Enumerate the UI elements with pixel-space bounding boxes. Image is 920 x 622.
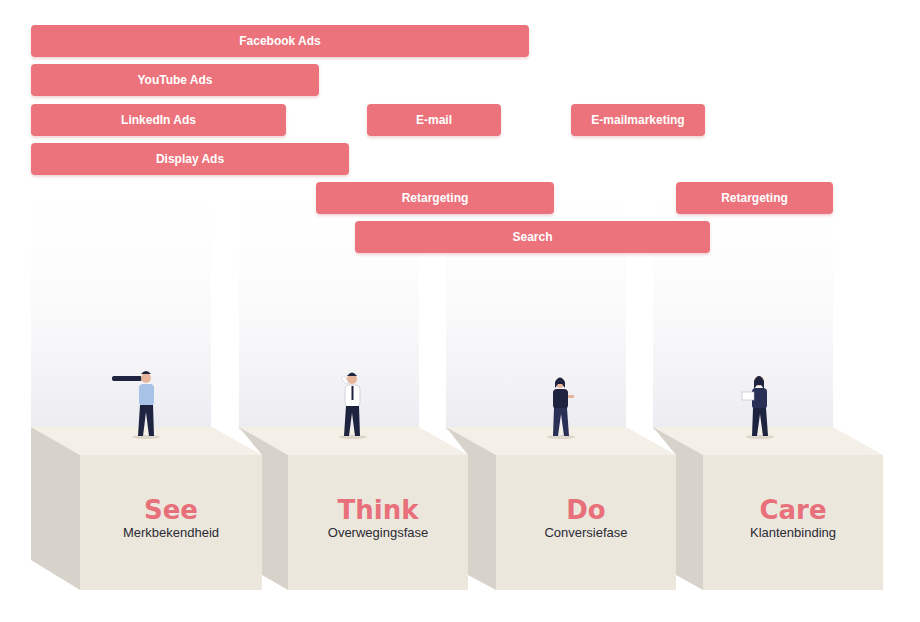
stage-subtitle: Klantenbinding xyxy=(750,525,836,541)
channel-label: LinkedIn Ads xyxy=(121,113,196,127)
channel-bar: E-mail xyxy=(367,104,501,136)
channel-label: E-mailmarketing xyxy=(591,113,684,127)
funnel-stage-block: SeeMerkbekendheid xyxy=(80,455,262,590)
stage-heading: See xyxy=(144,495,198,525)
channel-bar: Retargeting xyxy=(316,182,554,214)
channel-label: YouTube Ads xyxy=(137,73,212,87)
stage-heading: Care xyxy=(759,495,826,525)
stage-block-faces xyxy=(31,427,883,590)
stage-heading: Think xyxy=(338,495,419,525)
stage-subtitle: Overwegingsfase xyxy=(328,525,428,541)
person-figure xyxy=(547,378,575,440)
channel-bar: Display Ads xyxy=(31,143,349,175)
channel-label: Retargeting xyxy=(721,191,788,205)
channel-bar: LinkedIn Ads xyxy=(31,104,286,136)
person-figure xyxy=(112,371,160,439)
channel-bar: Search xyxy=(355,221,710,253)
channel-bar: YouTube Ads xyxy=(31,64,319,96)
stage-heading: Do xyxy=(566,495,605,525)
channel-bar: Facebook Ads xyxy=(31,25,529,57)
channel-bar: E-mailmarketing xyxy=(571,104,705,136)
funnel-stage-block: DoConversiefase xyxy=(496,455,676,590)
stage-subtitle: Conversiefase xyxy=(544,525,627,541)
stage-subtitle: Merkbekendheid xyxy=(123,525,219,541)
person-figure xyxy=(742,376,774,439)
person-figure xyxy=(339,373,367,440)
channel-label: Search xyxy=(512,230,552,244)
funnel-stage-block: CareKlantenbinding xyxy=(703,455,883,590)
channel-label: Facebook Ads xyxy=(239,34,321,48)
funnel-stage-block: ThinkOverwegingsfase xyxy=(288,455,468,590)
light-column xyxy=(31,180,833,430)
channel-label: E-mail xyxy=(416,113,452,127)
channel-bar: Retargeting xyxy=(676,182,833,214)
channel-label: Display Ads xyxy=(156,152,224,166)
channel-label: Retargeting xyxy=(402,191,469,205)
